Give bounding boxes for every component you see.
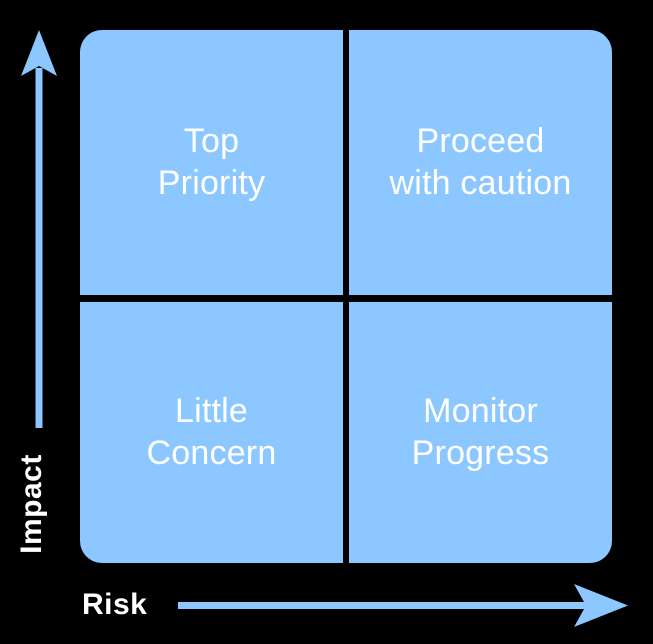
quadrant-grid: Top Priority Proceed with caution Little… [80,30,612,563]
quadrant-monitor-progress[interactable]: Monitor Progress [349,302,612,563]
quadrant-label: Monitor Progress [411,392,550,472]
quadrant-label: Top Priority [157,122,266,202]
quadrant-label: Little Concern [146,392,277,472]
quadrant-little-concern[interactable]: Little Concern [80,302,343,563]
y-axis-label-text: Impact [15,454,49,554]
quadrant-divider-horizontal [80,295,612,302]
x-axis-label-text: Risk [82,588,148,621]
quadrant-top-priority[interactable]: Top Priority [80,30,343,295]
arrow-up-icon [21,30,57,428]
arrow-right-icon [178,584,628,627]
quadrant-proceed-with-caution[interactable]: Proceed with caution [349,30,612,295]
y-axis-label: Impact [0,438,64,570]
x-axis-label: Risk [82,583,147,627]
quadrant-label: Proceed with caution [389,122,572,202]
